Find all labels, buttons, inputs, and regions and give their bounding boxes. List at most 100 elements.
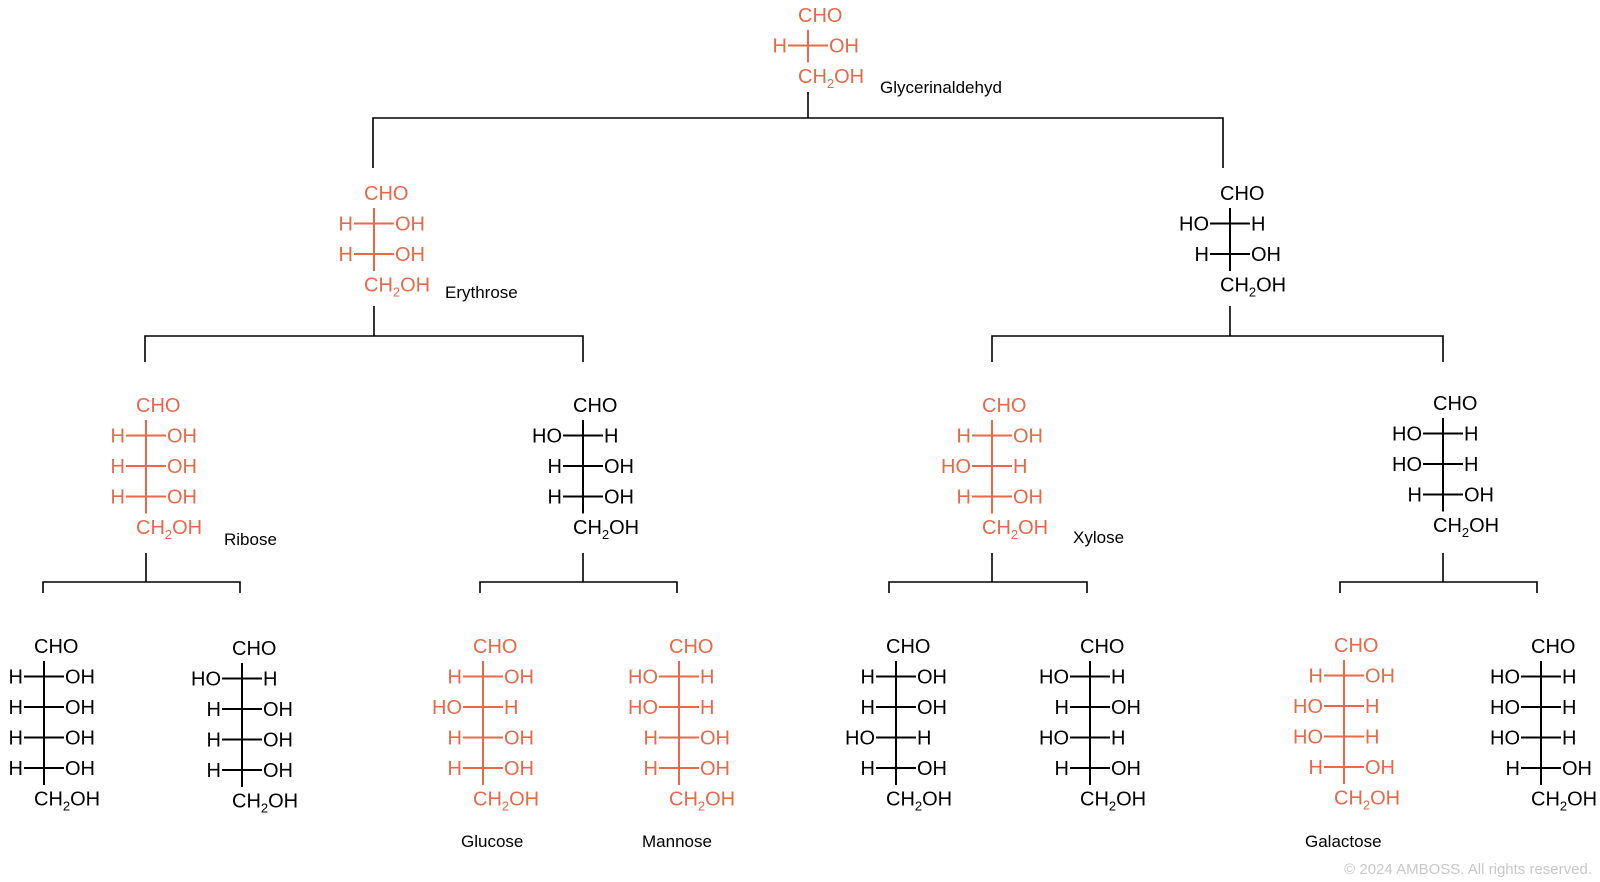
- right-substituent: OH: [395, 244, 425, 266]
- branch-connector: [479, 553, 678, 593]
- left-substituent: H: [339, 214, 353, 236]
- right-substituent: H: [1464, 454, 1478, 476]
- left-substituent: HO: [432, 697, 462, 719]
- right-substituent: H: [1562, 697, 1576, 719]
- right-substituent: OH: [700, 728, 730, 750]
- left-substituent: H: [111, 456, 125, 478]
- left-substituent: HO: [628, 697, 658, 719]
- right-substituent: H: [504, 697, 518, 719]
- aldehyde-group: CHO: [232, 638, 276, 660]
- hydroxymethyl-group: CH2OH: [1080, 789, 1146, 814]
- aldehyde-group: CHO: [886, 636, 930, 658]
- right-substituent: OH: [829, 36, 859, 58]
- aldehyde-group: CHO: [1433, 393, 1477, 415]
- right-substituent: OH: [917, 667, 947, 689]
- left-substituent: H: [111, 426, 125, 448]
- label-ribose: Ribose: [224, 530, 277, 549]
- right-substituent: OH: [1111, 758, 1141, 780]
- right-substituent: H: [700, 697, 714, 719]
- right-substituent: OH: [1464, 485, 1494, 507]
- hydroxymethyl-group: CH2OH: [886, 789, 952, 814]
- left-substituent: H: [644, 758, 658, 780]
- left-substituent: HO: [1293, 727, 1323, 749]
- right-substituent: OH: [917, 758, 947, 780]
- left-substituent: H: [1506, 758, 1520, 780]
- label-xylose: Xylose: [1073, 528, 1124, 547]
- left-substituent: H: [9, 728, 23, 750]
- left-substituent: H: [773, 36, 787, 58]
- branch-connector: [888, 553, 1088, 593]
- left-substituent: H: [548, 487, 562, 509]
- left-substituent: HO: [1039, 728, 1069, 750]
- left-substituent: HO: [941, 456, 971, 478]
- hydroxymethyl-group: CH2OH: [136, 517, 202, 542]
- label-erythrose: Erythrose: [445, 283, 518, 302]
- aldehyde-group: CHO: [1334, 635, 1378, 657]
- left-substituent: H: [957, 487, 971, 509]
- right-substituent: H: [1464, 424, 1478, 446]
- left-substituent: HO: [1392, 454, 1422, 476]
- left-substituent: H: [861, 667, 875, 689]
- branch-connector: [144, 306, 584, 362]
- aldehyde-group: CHO: [982, 395, 1026, 417]
- left-substituent: H: [9, 758, 23, 780]
- right-substituent: OH: [167, 426, 197, 448]
- left-substituent: HO: [191, 669, 221, 691]
- left-substituent: H: [111, 487, 125, 509]
- aldehyde-group: CHO: [1080, 636, 1124, 658]
- branch-connector: [1339, 553, 1538, 593]
- left-substituent: H: [339, 244, 353, 266]
- right-substituent: H: [1111, 667, 1125, 689]
- right-substituent: OH: [504, 667, 534, 689]
- right-substituent: OH: [917, 697, 947, 719]
- hydroxymethyl-group: CH2OH: [1220, 275, 1286, 300]
- right-substituent: H: [604, 426, 618, 448]
- left-substituent: HO: [1392, 424, 1422, 446]
- left-substituent: HO: [1490, 697, 1520, 719]
- right-substituent: OH: [1013, 487, 1043, 509]
- right-substituent: H: [1111, 728, 1125, 750]
- hydroxymethyl-group: CH2OH: [798, 66, 864, 91]
- right-substituent: OH: [263, 760, 293, 782]
- hydroxymethyl-group: CH2OH: [1531, 789, 1597, 814]
- left-substituent: H: [861, 758, 875, 780]
- copyright-notice: © 2024 AMBOSS. All rights reserved.: [1344, 861, 1592, 878]
- right-substituent: OH: [65, 667, 95, 689]
- aldehyde-group: CHO: [669, 636, 713, 658]
- left-substituent: H: [1309, 757, 1323, 779]
- label-glyceraldehyde: Glycerinaldehyd: [880, 78, 1002, 97]
- left-substituent: H: [207, 760, 221, 782]
- right-substituent: OH: [604, 487, 634, 509]
- left-substituent: H: [1309, 666, 1323, 688]
- left-substituent: H: [548, 456, 562, 478]
- aldehyde-group: CHO: [364, 183, 408, 205]
- right-substituent: OH: [604, 456, 634, 478]
- left-substituent: H: [207, 730, 221, 752]
- right-substituent: OH: [167, 487, 197, 509]
- left-substituent: HO: [628, 667, 658, 689]
- right-substituent: OH: [1365, 666, 1395, 688]
- branch-connector: [372, 92, 1224, 168]
- aldehyde-group: CHO: [136, 395, 180, 417]
- right-substituent: H: [700, 667, 714, 689]
- left-substituent: H: [1055, 697, 1069, 719]
- right-substituent: OH: [65, 758, 95, 780]
- left-substituent: HO: [1293, 696, 1323, 718]
- left-substituent: H: [9, 667, 23, 689]
- left-substituent: HO: [1179, 214, 1209, 236]
- label-glucose: Glucose: [461, 832, 523, 851]
- right-substituent: OH: [1365, 757, 1395, 779]
- right-substituent: H: [1562, 728, 1576, 750]
